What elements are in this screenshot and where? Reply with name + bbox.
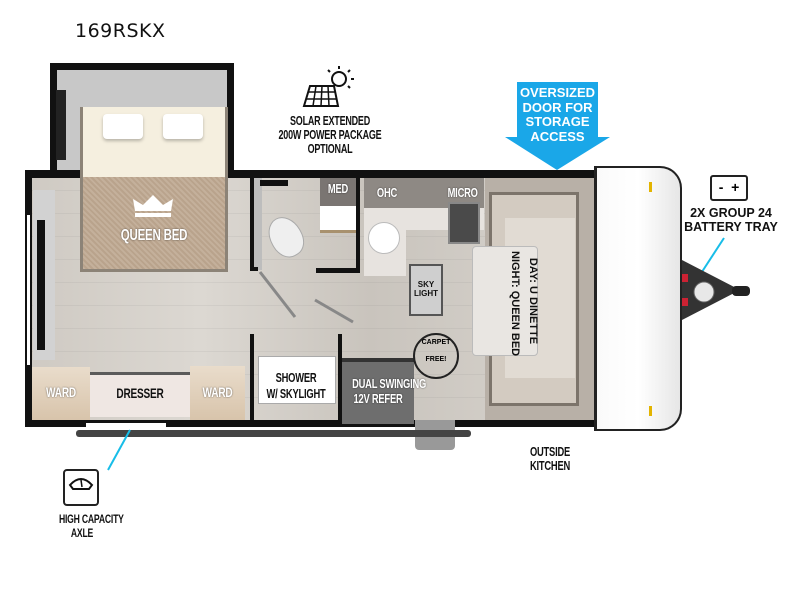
ward-left: WARD (32, 367, 90, 420)
med-label: MED (327, 181, 349, 196)
solar-callout: SOLAR EXTENDED 200W POWER PACKAGE OPTION… (278, 114, 382, 156)
scale-icon (63, 469, 99, 506)
bathroom: MED (250, 178, 360, 270)
kitchen-sink (368, 222, 400, 254)
skylight: SKY LIGHT (409, 264, 443, 316)
battery-callout: 2X GROUP 24 BATTERY TRAY (684, 206, 778, 234)
model-title: 169RSKX (75, 20, 166, 42)
carpet-free-badge: CARPET FREE! (413, 333, 459, 379)
queen-bed: QUEEN BED (80, 107, 228, 272)
dresser: DRESSER (90, 372, 190, 417)
crown-icon (131, 195, 175, 219)
bathroom-doors (258, 271, 354, 324)
axle-leader-line (107, 429, 131, 471)
outside-kitchen-callout: OUTSIDE KITCHEN (529, 444, 571, 473)
ward-right: WARD (190, 366, 245, 420)
micro-label: MICRO (447, 185, 478, 200)
axle (76, 430, 471, 437)
solar-icon (300, 64, 360, 112)
hitch (682, 260, 750, 320)
battery-icon: - + (710, 175, 748, 201)
dinette-table: DAY: U DINETTE NIGHT: QUEEN BED (472, 246, 539, 356)
toilet (261, 210, 311, 264)
refrigerator: DUAL SWINGING 12V REFER (342, 358, 426, 424)
queen-bed-label: QUEEN BED (120, 227, 188, 244)
axle-callout: HIGH CAPACITY AXLE (58, 512, 124, 540)
front-cap (594, 166, 682, 431)
kitchen-counter: OHC MICRO (364, 178, 484, 278)
ohc-label: OHC (376, 185, 398, 200)
storage-door-arrow: OVERSIZED DOOR FOR STORAGE ACCESS (505, 82, 610, 170)
microwave (448, 202, 480, 244)
bathroom-sink (320, 206, 356, 233)
shower: SHOWER W/ SKYLIGHT (250, 334, 342, 422)
